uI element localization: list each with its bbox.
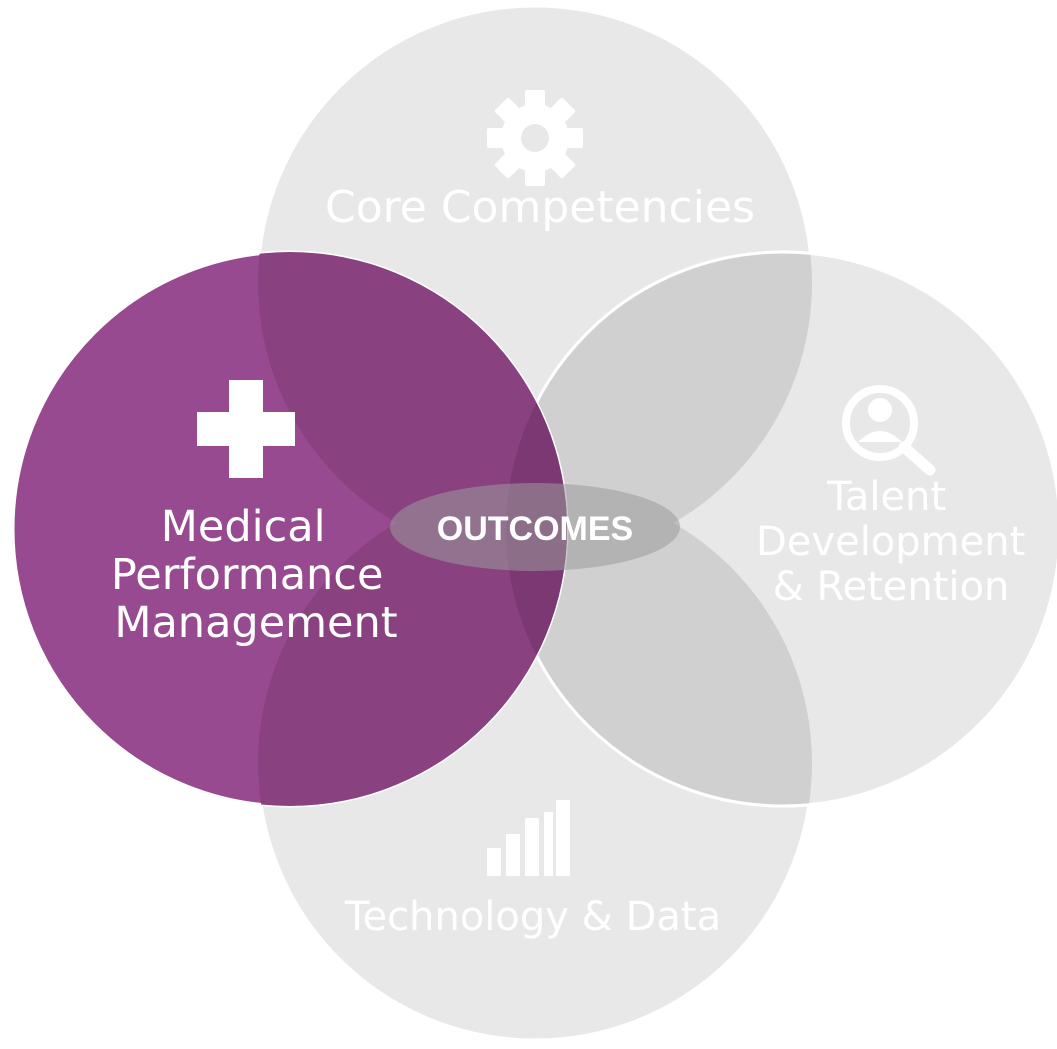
outcomes-label: OUTCOMES [437,510,633,548]
medical-label-line-1: Medical [161,502,326,552]
technology-data-label: Technology & Data [344,894,721,940]
bar-chart-icon [487,800,570,876]
gear-icon [487,90,583,186]
medical-label-line-2: Performance [111,550,384,600]
medical-label: Medical Performance Management [111,502,398,648]
talent-label-line-2: Development [756,519,1025,565]
outcomes-ellipse [390,483,680,571]
talent-label-line-1: Talent [826,474,946,520]
medical-label-line-3: Management [114,598,397,648]
plus-icon [197,380,295,478]
core-competencies-label: Core Competencies [325,182,755,233]
talent-label: Talent Development & Retention [756,474,1038,610]
talent-label-line-3: & Retention [773,564,1010,610]
person-search-icon [842,385,936,476]
